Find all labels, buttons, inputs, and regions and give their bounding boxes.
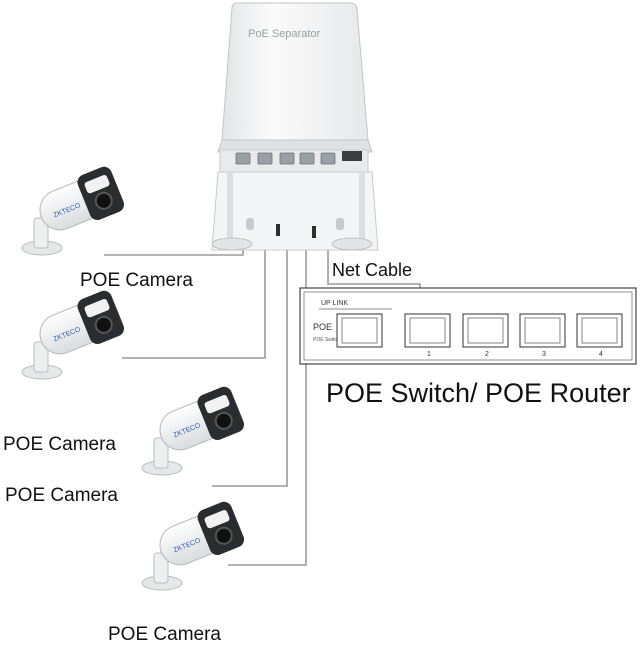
camera-3-icon <box>142 384 246 475</box>
camera-3-label: POE Camera <box>5 485 118 507</box>
camera-4-label: POE Camera <box>108 624 221 646</box>
poe-splitter-box: PoE Separator <box>212 3 378 250</box>
switch-uplink-label: UP LINK <box>321 300 348 307</box>
port-label-4: 4 <box>599 351 603 358</box>
camera-2-label: POE Camera <box>3 434 116 456</box>
port-label-3: 3 <box>542 351 546 358</box>
switch-poe-sublabel: POE Switch <box>313 337 340 343</box>
camera-1-label: POE Camera <box>80 270 193 292</box>
port-label-2: 2 <box>485 351 489 358</box>
splitter-brand: PoE Separator <box>248 28 320 40</box>
camera-1-icon <box>22 164 126 255</box>
net-cable-label: Net Cable <box>332 260 412 281</box>
switch-title: POE Switch/ POE Router <box>326 378 631 409</box>
camera-4-icon <box>142 499 246 590</box>
port-label-1: 1 <box>427 351 431 358</box>
camera-2-icon <box>22 288 126 379</box>
switch-poe-label: POE <box>313 322 332 332</box>
poe-switch: UP LINK POE POE Switch 1 2 3 4 <box>300 288 636 364</box>
